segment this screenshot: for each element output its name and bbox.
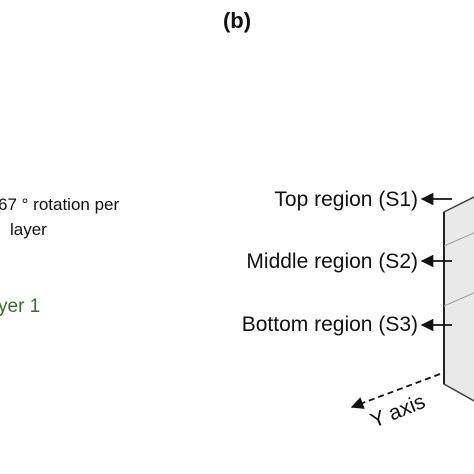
- specimen-region-line-2: [443, 292, 474, 307]
- y-axis-label: Y axis: [367, 390, 428, 433]
- panel-label: (b): [223, 8, 251, 33]
- layer-label: yer 1: [0, 296, 40, 317]
- specimen-region-line-1: [443, 232, 474, 247]
- region-label-bottom: Bottom region (S3): [242, 313, 418, 336]
- rotation-text-line2: layer: [10, 220, 47, 239]
- region-label-top: Top region (S1): [274, 188, 418, 211]
- y-axis-arrow: [350, 373, 441, 409]
- region-label-middle: Middle region (S2): [246, 250, 418, 273]
- specimen: [443, 196, 474, 402]
- rotation-text-line1: 67 ° rotation per: [0, 195, 119, 214]
